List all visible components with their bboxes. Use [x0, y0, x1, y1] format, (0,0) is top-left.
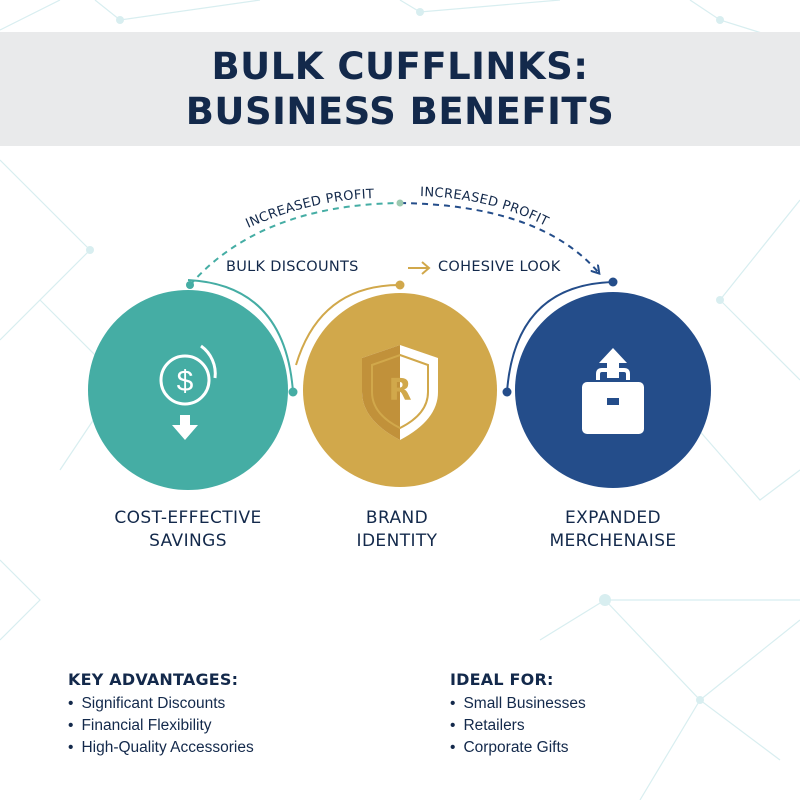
list-item: High-Quality Accessories — [68, 737, 253, 759]
key-advantages-list: Significant Discounts Financial Flexibil… — [68, 693, 254, 759]
connector-dot-2 — [395, 280, 405, 290]
list-item: Financial Flexibility — [68, 715, 254, 737]
ideal-for-list: Small Businesses Retailers Corporate Gif… — [450, 693, 586, 759]
title-banner: BULK CUFFLINKS: BUSINESS BENEFITS — [0, 32, 800, 146]
ideal-for-section: IDEAL FOR: Small Businesses Retailers Co… — [450, 670, 586, 759]
arc-start-dot — [186, 281, 194, 289]
connector-dot-3 — [502, 387, 512, 397]
list-item: Corporate Gifts — [450, 737, 586, 759]
connector-dot-4 — [608, 277, 618, 287]
title-line-1: BULK CUFFLINKS: — [211, 45, 589, 88]
benefit-circle-cost — [88, 290, 288, 490]
step-arrow-icon — [408, 261, 431, 275]
profit-arc-left — [189, 202, 401, 286]
title-line-2: BUSINESS BENEFITS — [185, 90, 615, 133]
benefit-title-cost: COST-EFFECTIVE SAVINGS — [114, 508, 262, 551]
connector-dot-1 — [288, 387, 298, 397]
list-item: Significant Discounts — [68, 693, 254, 715]
connector-arc-3 — [506, 281, 614, 393]
key-advantages-heading: KEY ADVANTAGES: — [68, 670, 239, 689]
key-advantages-section: KEY ADVANTAGES: Significant Discounts Fi… — [68, 670, 254, 759]
dollar-down-icon: $ — [159, 344, 217, 440]
arc-mid-dot — [396, 199, 404, 207]
arc-label-left: INCREASED PROFIT — [244, 187, 375, 232]
svg-text:R: R — [388, 373, 411, 408]
profit-arc-right — [399, 202, 598, 272]
benefit-title-merch: EXPANDED MERCHENAISE — [549, 508, 677, 551]
benefit-title-brand: BRAND IDENTITY — [356, 508, 438, 551]
connector-arc-1 — [187, 279, 294, 393]
list-item: Small Businesses — [450, 693, 585, 715]
connector-arc-2 — [295, 284, 401, 366]
list-item: Retailers — [450, 715, 586, 737]
step-label-bulk-discounts: BULK DISCOUNTS — [226, 259, 359, 275]
ideal-for-heading: IDEAL FOR: — [450, 670, 554, 689]
svg-text:$: $ — [177, 365, 194, 398]
step-label-cohesive-look: COHESIVE LOOK — [438, 259, 561, 275]
shield-r-icon: R — [362, 345, 438, 440]
briefcase-up-icon — [582, 348, 644, 434]
arc-label-right: INCREASED PROFIT — [420, 185, 551, 230]
